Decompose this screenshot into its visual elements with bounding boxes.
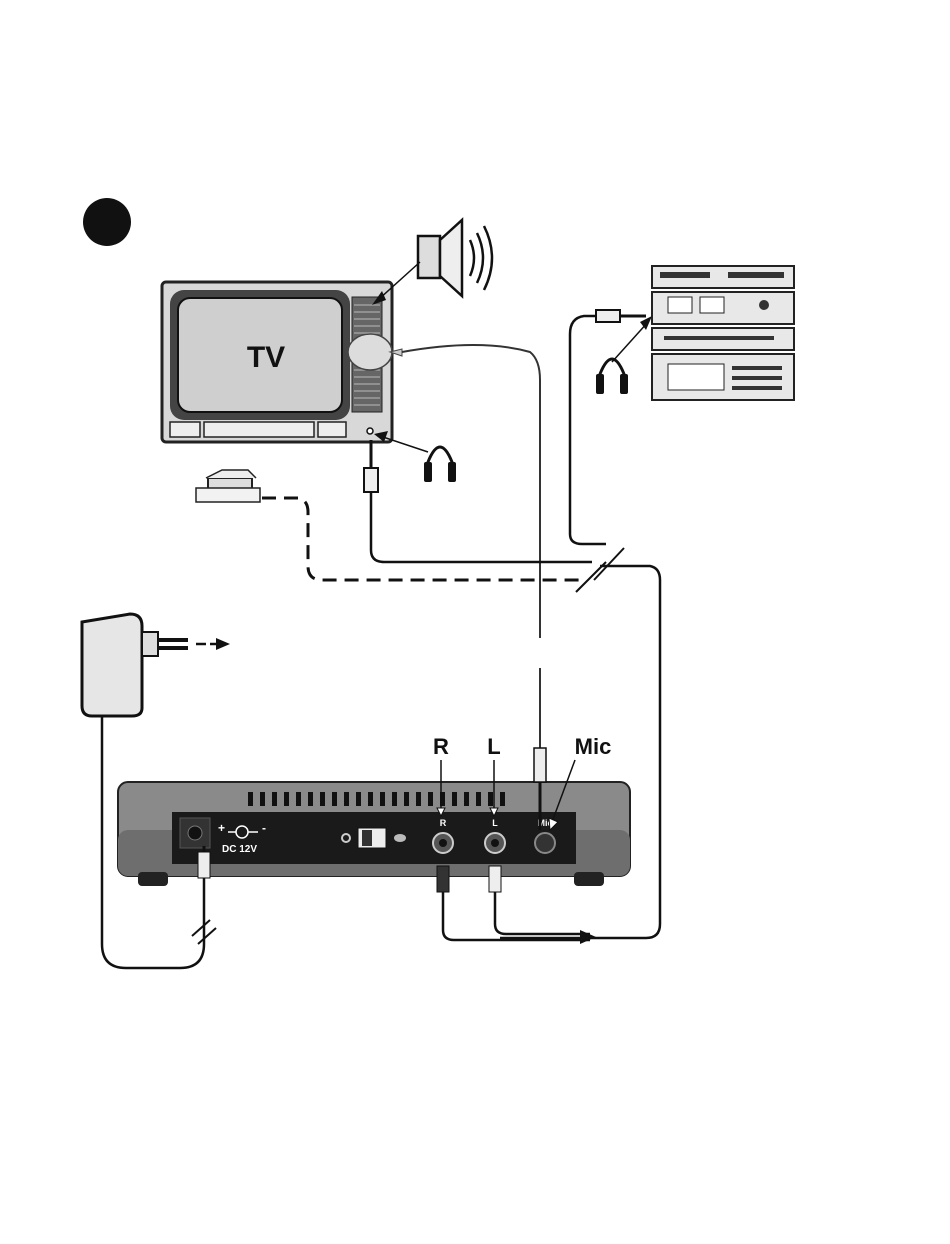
mic-cable (402, 345, 540, 748)
panel-minus: - (262, 821, 266, 835)
jack-label-r: R (433, 734, 449, 759)
base-unit: + - DC 12V R L Mic (118, 782, 630, 886)
dc-label: DC 12V (222, 844, 257, 855)
tv-set: TV (162, 282, 402, 442)
headphones-icon (374, 431, 456, 482)
mic-jack (535, 833, 555, 853)
panel-l: L (492, 818, 498, 828)
scart-cable (262, 498, 580, 580)
step-badge (83, 198, 131, 246)
tv-jack-cable (371, 444, 592, 562)
jack-label-l: L (487, 734, 500, 759)
tv-label: TV (247, 341, 285, 374)
power-adapter-icon (82, 614, 188, 744)
panel-plus: + (218, 821, 225, 835)
stereo-cable (570, 316, 606, 544)
arrow-icon (196, 638, 230, 650)
jack-label-mic: Mic (575, 734, 612, 759)
stereo-system-icon (652, 266, 794, 400)
panel-r: R (440, 818, 447, 828)
headphones-icon (596, 316, 652, 394)
